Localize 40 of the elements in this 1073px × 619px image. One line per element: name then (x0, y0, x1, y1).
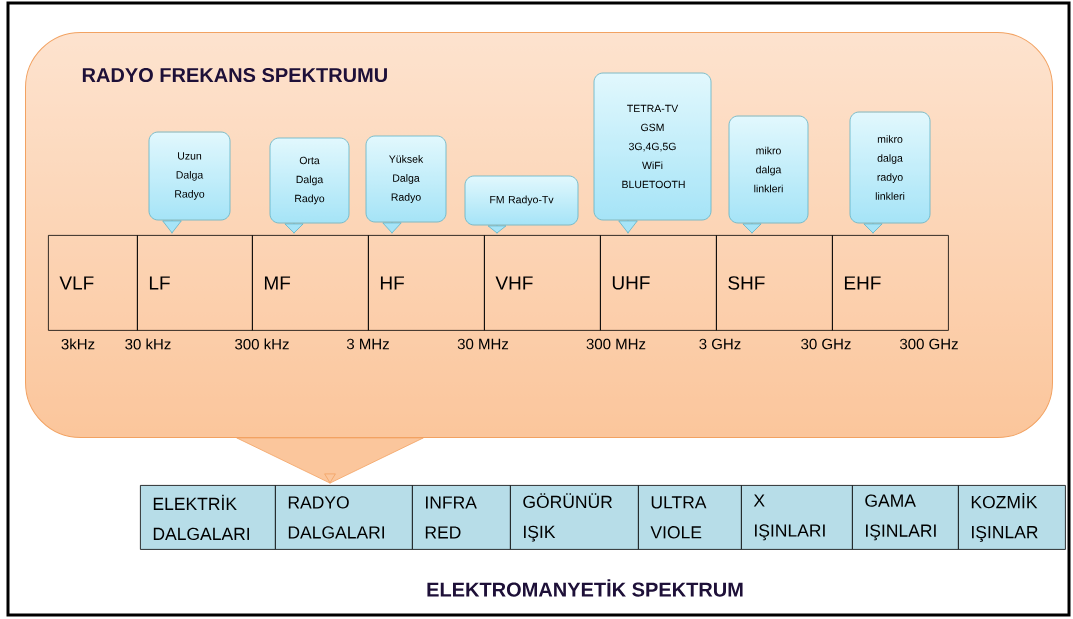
callout-box: mikro dalga linkleri (728, 115, 809, 224)
band-cell: LF (137, 235, 253, 331)
band-cell: VLF (48, 235, 138, 331)
callout-box: Orta Dalga Radyo (269, 137, 350, 224)
caption: ELEKTROMANYETİK SPEKTRUM (427, 579, 743, 597)
callout-box: FM Radyo-Tv (464, 175, 579, 226)
callout-box: Yüksek Dalga Radyo (365, 135, 447, 223)
band-cell: SHF (716, 235, 833, 331)
band-cell: UHF (600, 235, 717, 331)
callout-pointer (162, 220, 182, 234)
callout-box: mikro dalga radyo linkleri (849, 111, 931, 224)
spectrum-cell: RADYO DALGALARI (275, 485, 413, 550)
frequency-label: 30 kHz (125, 338, 171, 350)
callout-pointer (487, 225, 507, 234)
callout-box: Uzun Dalga Radyo (148, 131, 231, 221)
spectrum-cell: GÖRÜNÜR IŞIK (510, 485, 639, 550)
band-cell: MF (252, 235, 369, 331)
spectrum-cell: INFRA RED (412, 485, 511, 550)
spectrum-cell: ULTRA VIOLE (638, 485, 742, 550)
callout-box: TETRA-TV GSM 3G,4G,5G WiFi BLUETOOTH (593, 72, 712, 221)
spectrum-cell: KOZMİK IŞINLAR (958, 485, 1066, 550)
frequency-label: 3 GHz (699, 338, 741, 350)
callout-pointer (742, 223, 762, 234)
band-cell: HF (368, 235, 485, 331)
callout-pointer (863, 223, 883, 234)
band-cell: EHF (832, 235, 949, 331)
frequency-label: 300 MHz (586, 338, 646, 350)
callout-pointer (284, 223, 304, 234)
frequency-label: 3 MHz (346, 338, 389, 350)
frequency-label: 3kHz (61, 338, 95, 350)
spectrum-cell: X IŞINLARI (741, 485, 853, 550)
callout-pointer (382, 222, 402, 234)
spectrum-cell: GAMA IŞINLARI (852, 485, 959, 550)
band-cell: VHF (484, 235, 601, 331)
frequency-label: 30 GHz (801, 338, 851, 350)
callout-pointer (236, 437, 424, 484)
spectrum-cell: ELEKTRİK DALGALARI (140, 485, 276, 550)
frequency-label: 300 kHz (235, 338, 289, 350)
callout-pointer (618, 220, 638, 234)
frequency-label: 30 MHz (457, 338, 509, 350)
